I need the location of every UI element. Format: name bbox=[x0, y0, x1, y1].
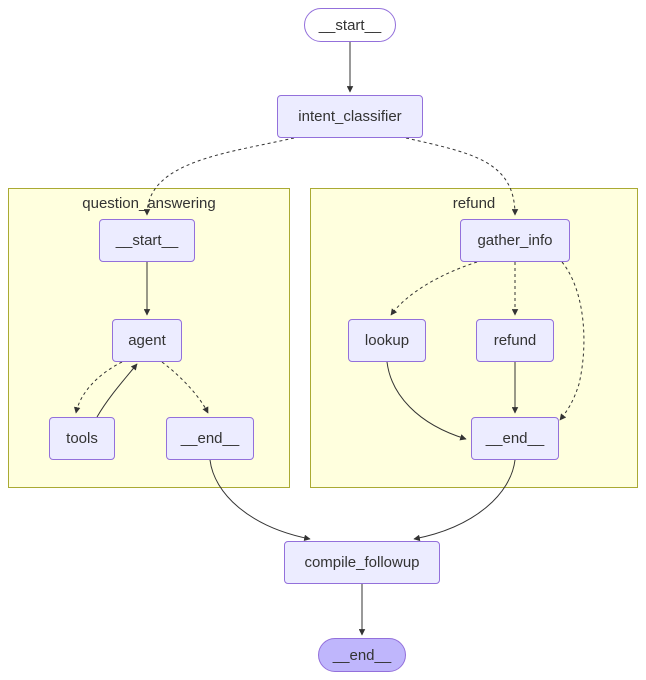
node-refund-label: refund bbox=[493, 332, 537, 349]
cluster-question-answering-label: question_answering bbox=[82, 195, 216, 212]
node-qa-end: __end__ bbox=[166, 417, 254, 460]
node-tools: tools bbox=[49, 417, 115, 460]
node-lookup: lookup bbox=[348, 319, 426, 362]
node-gather-info-label: gather_info bbox=[477, 232, 553, 249]
node-tools-label: tools bbox=[66, 430, 98, 447]
node-qa-end-label: __end__ bbox=[180, 430, 240, 447]
node-lookup-label: lookup bbox=[364, 332, 410, 349]
node-end-bottom: __end__ bbox=[318, 638, 406, 672]
node-refund-end-label: __end__ bbox=[485, 430, 545, 447]
node-intent-classifier: intent_classifier bbox=[277, 95, 423, 138]
node-start-top: __start__ bbox=[304, 8, 396, 42]
node-qa-start-label: __start__ bbox=[115, 232, 179, 249]
node-agent-label: agent bbox=[128, 332, 166, 349]
cluster-refund-label: refund bbox=[452, 195, 496, 212]
node-intent-classifier-label: intent_classifier bbox=[298, 108, 402, 125]
node-qa-start: __start__ bbox=[99, 219, 195, 262]
node-refund: refund bbox=[476, 319, 554, 362]
node-compile-followup: compile_followup bbox=[284, 541, 440, 584]
node-start-top-label: __start__ bbox=[318, 16, 382, 34]
node-compile-followup-label: compile_followup bbox=[304, 554, 420, 571]
node-end-bottom-label: __end__ bbox=[332, 646, 392, 664]
node-gather-info: gather_info bbox=[460, 219, 570, 262]
node-refund-end: __end__ bbox=[471, 417, 559, 460]
node-agent: agent bbox=[112, 319, 182, 362]
